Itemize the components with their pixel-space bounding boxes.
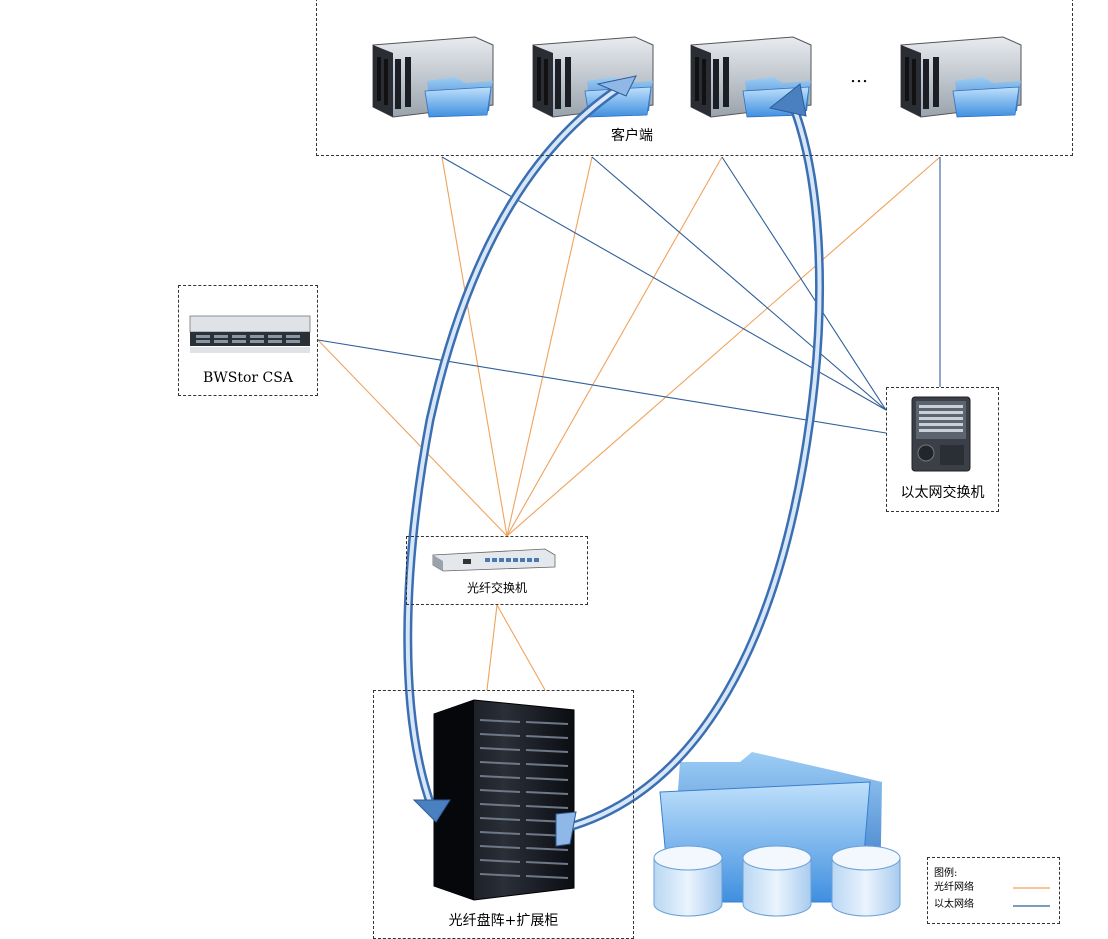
ethernet-line bbox=[317, 339, 887, 434]
csa-label: BWStor CSA bbox=[203, 370, 293, 386]
data-flow-arrows bbox=[403, 75, 825, 847]
client-server bbox=[532, 36, 654, 118]
arrow-tail-top bbox=[596, 75, 637, 97]
ethernet-lines bbox=[317, 156, 941, 434]
csa-group bbox=[178, 285, 318, 396]
fc-switch-label: 光纤交换机 bbox=[466, 581, 527, 595]
disk-cylinder bbox=[831, 845, 901, 917]
ethernet-switch-group bbox=[886, 387, 999, 512]
client-server bbox=[372, 36, 494, 118]
storage-rack-device bbox=[433, 699, 575, 901]
fiber-line bbox=[441, 156, 508, 537]
ethernet-line bbox=[721, 156, 887, 411]
ethernet-switch-device bbox=[911, 396, 971, 472]
fc-switch-device bbox=[432, 548, 556, 572]
fiber-line bbox=[506, 156, 941, 537]
arrow-tail-bottom bbox=[555, 811, 577, 847]
storage-folder-illustration bbox=[659, 752, 882, 903]
clients-ellipsis: … bbox=[850, 66, 868, 87]
legend-title: 图例: bbox=[934, 868, 958, 879]
fiber-line bbox=[486, 604, 498, 691]
legend-box bbox=[927, 857, 1060, 924]
legend-ethernet-label: 以太网络 bbox=[934, 899, 974, 910]
arrow-head-down bbox=[412, 799, 451, 823]
disk-cylinder bbox=[653, 845, 723, 917]
clients-group bbox=[316, 0, 1073, 156]
fiber-line bbox=[506, 156, 593, 537]
legend-fiber-label: 光纤网络 bbox=[934, 882, 974, 893]
ethernet-switch-label: 以太网交换机 bbox=[900, 485, 985, 501]
fiber-line bbox=[317, 339, 508, 537]
fc-switch-group bbox=[406, 536, 588, 605]
storage-label: 光纤盘阵+扩展柜 bbox=[448, 913, 559, 929]
disk-cylinder bbox=[742, 845, 812, 917]
ethernet-line bbox=[591, 156, 887, 411]
csa-server bbox=[189, 315, 311, 353]
fiber-lines bbox=[317, 156, 941, 691]
client-server bbox=[900, 36, 1022, 118]
fiber-line bbox=[496, 604, 546, 691]
fiber-line bbox=[506, 156, 723, 537]
arrow-head-up bbox=[768, 83, 807, 117]
storage-group bbox=[373, 690, 634, 939]
clients-label: 客户端 bbox=[611, 128, 653, 144]
